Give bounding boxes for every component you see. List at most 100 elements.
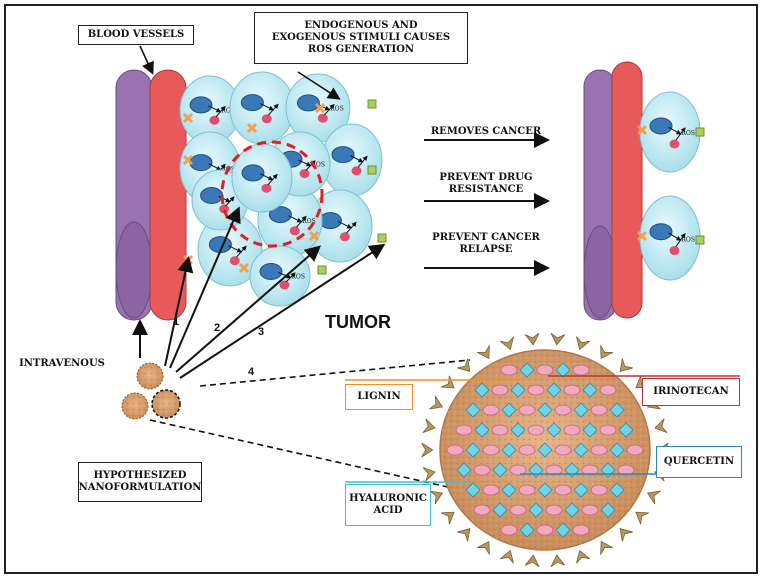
quercetin-particle bbox=[465, 482, 481, 498]
quercetin-particle bbox=[537, 482, 553, 498]
tumor-cell: ROS bbox=[249, 245, 311, 307]
irinotecan-legend-box: IRINOTECAN bbox=[642, 378, 740, 406]
irinotecan-particle bbox=[536, 364, 554, 376]
hyaluronic-spike bbox=[524, 332, 540, 346]
irinotecan-particle bbox=[518, 444, 536, 456]
hyaluronic-spike bbox=[422, 467, 436, 482]
nucleus bbox=[189, 96, 213, 114]
hyaluronic-spike bbox=[499, 549, 514, 564]
left-vessel-red bbox=[149, 69, 187, 321]
nucleus bbox=[200, 187, 224, 204]
irinotecan-particle bbox=[518, 404, 536, 416]
irinotecan-particle bbox=[500, 364, 518, 376]
receptor bbox=[636, 124, 648, 136]
stimuli-label: ENDOGENOUS AND EXOGENOUS STIMULI CAUSES … bbox=[254, 12, 468, 64]
nucleus bbox=[259, 263, 283, 280]
irinotecan-particle bbox=[617, 464, 635, 476]
nucleus bbox=[241, 164, 265, 182]
nucleus bbox=[240, 94, 264, 112]
figure-border bbox=[4, 4, 758, 574]
irinotecan-particle bbox=[554, 444, 572, 456]
quercetin-particle bbox=[582, 422, 598, 438]
ros-label: ROS bbox=[681, 130, 695, 137]
tumor-cell bbox=[307, 189, 373, 263]
irinotecan-particle bbox=[527, 384, 545, 396]
irinotecan-particle bbox=[473, 504, 491, 516]
prevent-drug-line-1: PREVENT DRUG bbox=[439, 172, 533, 183]
hyaluronic-spike bbox=[429, 395, 444, 410]
quercetin-particle bbox=[573, 482, 589, 498]
quercetin-particle bbox=[465, 442, 481, 458]
quercetin-particle bbox=[573, 442, 589, 458]
quercetin-legend-box: QUERCETIN bbox=[656, 446, 742, 478]
nucleus bbox=[189, 154, 213, 172]
hyaluronic-spike bbox=[477, 540, 490, 555]
tumor-cell: ROS bbox=[639, 195, 701, 281]
intravenous-text: INTRAVENOUS bbox=[19, 358, 105, 369]
green-marker bbox=[367, 165, 377, 175]
lignin-text: LIGNIN bbox=[357, 391, 401, 402]
irinotecan-particle bbox=[599, 384, 617, 396]
ros-particle bbox=[261, 114, 272, 124]
ros-particle bbox=[317, 113, 328, 123]
stimuli-line-2: EXOGENOUS STIMULI CAUSES bbox=[271, 32, 451, 43]
irinotecan-particle bbox=[572, 364, 590, 376]
hyaluronic-spike bbox=[477, 345, 490, 360]
ros-particle bbox=[669, 246, 680, 256]
quercetin-particle bbox=[600, 502, 616, 518]
hyaluronic-spike bbox=[654, 418, 668, 433]
irinotecan-particle bbox=[482, 444, 500, 456]
irinotecan-particle bbox=[482, 404, 500, 416]
stimuli-line-3: ROS GENERATION bbox=[307, 44, 415, 55]
ros-particle bbox=[351, 166, 362, 176]
hyaluronic-spike bbox=[646, 490, 661, 505]
hyaluronic-spike bbox=[600, 540, 613, 555]
left-blood-vessels bbox=[115, 69, 187, 321]
nucleus bbox=[268, 206, 292, 224]
nucleus bbox=[331, 146, 355, 164]
quercetin-particle bbox=[519, 522, 535, 538]
irinotecan-particle bbox=[563, 384, 581, 396]
irinotecan-particle bbox=[509, 504, 527, 516]
path-number-4: 4 bbox=[247, 366, 255, 378]
irinotecan-particle bbox=[626, 444, 644, 456]
path-number-3: 3 bbox=[257, 326, 265, 338]
removes-cancer-label: REMOVES CANCER bbox=[424, 126, 548, 138]
hyaluronic-spike bbox=[576, 336, 591, 351]
highlight-dashed-circle bbox=[220, 140, 324, 248]
quercetin-particle bbox=[474, 382, 490, 398]
irinotecan-particle bbox=[545, 464, 563, 476]
hyaluronic-spike bbox=[635, 511, 650, 525]
quercetin-particle bbox=[492, 502, 508, 518]
tumor-cell bbox=[231, 143, 293, 213]
quercetin-particle bbox=[618, 422, 634, 438]
irinotecan-particle bbox=[599, 424, 617, 436]
quercetin-particle bbox=[474, 422, 490, 438]
quercetin-particle bbox=[492, 462, 508, 478]
quercetin-particle bbox=[510, 422, 526, 438]
irinotecan-particle bbox=[590, 404, 608, 416]
quercetin-particle bbox=[501, 442, 517, 458]
hyaluronic-spike bbox=[457, 358, 471, 372]
irinotecan-particle bbox=[536, 524, 554, 536]
irinotecan-particle bbox=[554, 404, 572, 416]
prevent-relapse-line-2: RELAPSE bbox=[459, 244, 513, 255]
ros-particle bbox=[669, 139, 680, 149]
irinotecan-text: IRINOTECAN bbox=[653, 386, 729, 397]
right-blood-vessels bbox=[583, 61, 643, 321]
green-marker bbox=[377, 233, 387, 243]
ros-label: ROS bbox=[311, 162, 325, 169]
quercetin-particle bbox=[456, 462, 472, 478]
green-marker bbox=[695, 127, 705, 137]
irinotecan-particle bbox=[590, 444, 608, 456]
quercetin-particle bbox=[465, 402, 481, 418]
irinotecan-particle bbox=[590, 484, 608, 496]
ros-label: ROS bbox=[221, 108, 235, 115]
quercetin-particle bbox=[519, 362, 535, 378]
receptor bbox=[308, 230, 320, 242]
green-marker bbox=[695, 235, 705, 245]
irinotecan-particle bbox=[491, 384, 509, 396]
